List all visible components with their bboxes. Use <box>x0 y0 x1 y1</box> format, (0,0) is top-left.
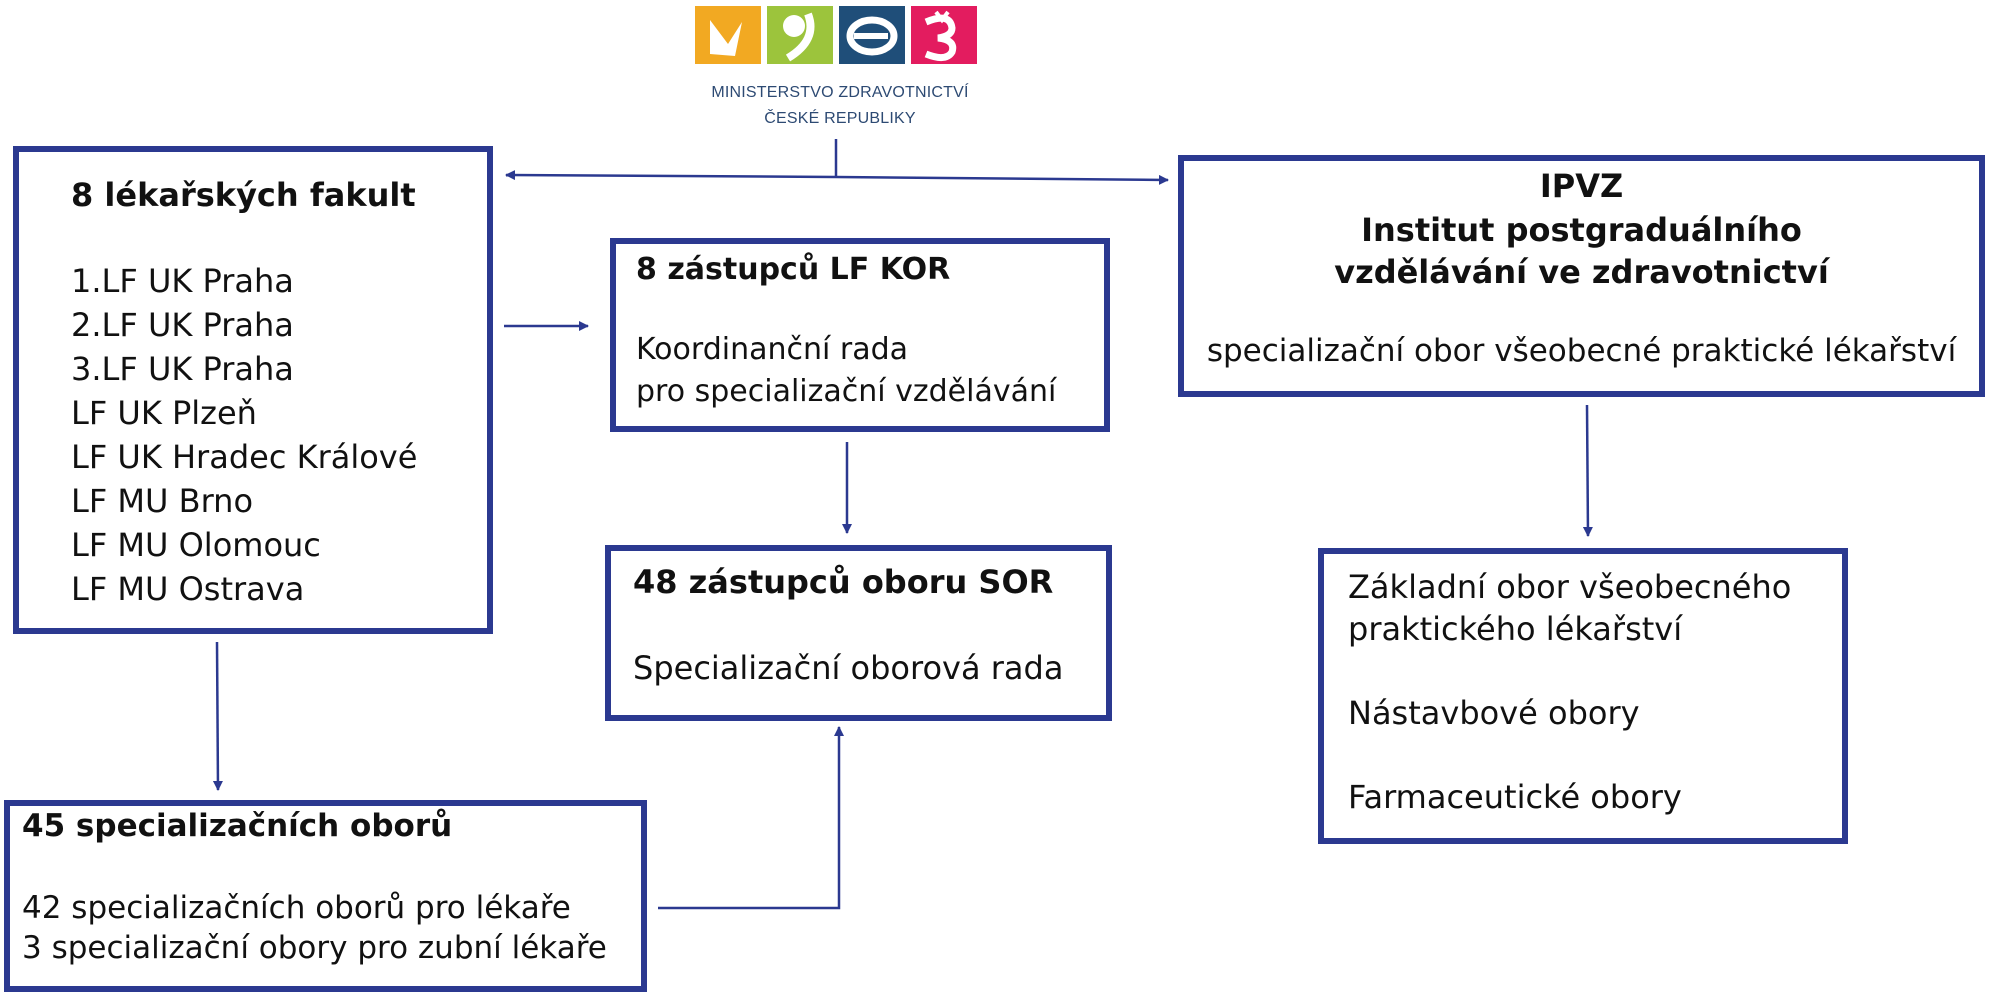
sor-line1: Specializační oborová rada <box>633 649 1064 687</box>
faculties-box: 8 lékařských fakult 1.LF UK Praha 2.LF U… <box>13 146 493 634</box>
faculty-item: LF MU Brno <box>71 482 254 520</box>
faculty-item: LF MU Olomouc <box>71 526 321 564</box>
zakladni-line2: praktického lékařství <box>1348 610 1683 648</box>
ipvz-name1: Institut postgraduálního <box>1361 211 1802 249</box>
obory-title: 45 specializačních oborů <box>22 808 453 844</box>
obory-line2: 3 specializační obory pro zubní lékaře <box>22 930 607 966</box>
arrow-logo-to-ipvz <box>835 174 1169 185</box>
obory-box: 45 specializačních oborů 42 specializačn… <box>4 800 647 992</box>
logo-red-block <box>911 6 977 64</box>
faculties-title: 8 lékařských fakult <box>71 176 416 214</box>
arrow-ipvz-to-zakladni <box>1582 404 1593 537</box>
arrow-faculties-to-obory <box>212 641 223 791</box>
zakladni-box: Základní obor všeobecného praktického lé… <box>1318 548 1848 844</box>
logo-text-line1: MINISTERSTVO ZDRAVOTNICTVÍ <box>711 84 969 101</box>
sor-box: 48 zástupců oboru SOR Specializační obor… <box>605 545 1112 721</box>
kor-line1: Koordinanční rada <box>636 332 909 367</box>
kor-line2: pro specializační vzdělávání <box>636 374 1057 409</box>
obory-line1: 42 specializačních oborů pro lékaře <box>22 890 571 926</box>
faculty-item: LF UK Hradec Králové <box>71 438 418 476</box>
logo-orange-block <box>695 6 761 64</box>
logo-green-block <box>767 6 833 64</box>
faculty-item: 1.LF UK Praha <box>71 262 294 300</box>
faculty-item: 3.LF UK Praha <box>71 350 294 388</box>
logo-navy-block <box>839 6 905 64</box>
sor-title: 48 zástupců oboru SOR <box>633 563 1054 601</box>
zakladni-line4: Farmaceutické obory <box>1348 778 1682 816</box>
faculty-item: LF MU Ostrava <box>71 570 305 608</box>
arrow-obory-to-sor <box>658 726 844 910</box>
zakladni-line3: Nástavbové obory <box>1348 694 1640 732</box>
faculty-item: 2.LF UK Praha <box>71 306 294 344</box>
ipvz-name2: vzdělávání ve zdravotnictví <box>1334 253 1829 291</box>
arrow-logo-to-faculties <box>505 170 837 181</box>
kor-box: 8 zástupců LF KOR Koordinanční rada pro … <box>610 238 1110 432</box>
ministry-logo <box>695 6 977 64</box>
faculty-item: LF UK Plzeň <box>71 394 257 432</box>
ipvz-line1: specializační obor všeobecné praktické l… <box>1206 333 1957 369</box>
kor-title: 8 zástupců LF KOR <box>636 252 951 287</box>
zakladni-line1: Základní obor všeobecného <box>1348 568 1792 606</box>
ipvz-box: IPVZ Institut postgraduálního vzdělávání… <box>1178 155 1985 397</box>
ipvz-abbr: IPVZ <box>1539 167 1624 205</box>
logo-text-line2: ČESKÉ REPUBLIKY <box>764 110 916 127</box>
